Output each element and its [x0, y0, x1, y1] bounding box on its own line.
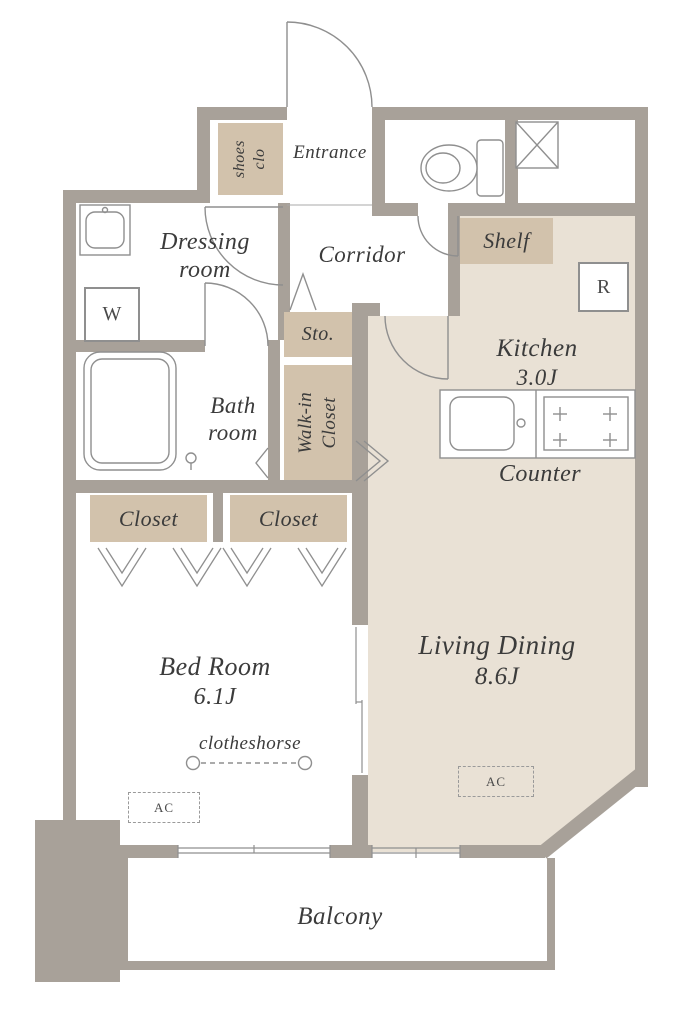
kitchen-label: Kitchen 3.0J: [462, 334, 612, 391]
refrigerator-label: R: [596, 275, 611, 298]
shoes-closet-label: shoes clo: [231, 140, 271, 178]
bedroom-window: [177, 845, 331, 858]
kitchen-name: Kitchen: [496, 335, 578, 362]
windows: [177, 627, 461, 858]
corridor-label: Corridor: [318, 242, 406, 267]
washbasin-icon: [79, 204, 131, 256]
toilet-icon: [420, 139, 504, 197]
bath-room-label: Bath room: [178, 392, 288, 446]
living-door-arc: [384, 315, 449, 380]
living-dining-name: Living Dining: [418, 630, 576, 660]
wic-folding-door: [355, 440, 382, 482]
kitchen-size: 3.0J: [516, 364, 558, 390]
wic-line2: Closet: [319, 396, 340, 449]
dressing-line2: room: [179, 257, 231, 284]
closet-right-label: Closet: [258, 505, 319, 531]
clotheshorse-icon: [185, 755, 313, 771]
hanger-icons: [97, 547, 347, 588]
shoes-closet-line2: clo: [251, 148, 269, 170]
bath-door-arc: [204, 282, 269, 347]
storage-box: Sto.: [284, 312, 352, 357]
washing-machine-label: W: [102, 303, 122, 325]
door-arcs: [204, 21, 459, 482]
bath-line1: Bath: [210, 393, 256, 418]
living-dining-label: Living Dining 8.6J: [372, 630, 622, 691]
bath-folding-door: [255, 447, 269, 479]
dressing-line1: Dressing: [160, 229, 250, 255]
toilet-door-arc: [417, 215, 459, 257]
bathtub-icon: [83, 351, 197, 471]
closet-left-box: Closet: [90, 495, 207, 542]
shelf-box: Shelf: [460, 218, 553, 264]
bedroom-name: Bed Room: [159, 652, 271, 681]
walk-in-closet-label: Walk-in Closet: [294, 392, 342, 454]
stove-icon: [543, 396, 629, 451]
closet-left-label: Closet: [118, 505, 179, 531]
walk-in-closet-box: Walk-in Closet: [284, 365, 352, 480]
ac-unit-living: AC: [458, 766, 534, 797]
shelf-label: Shelf: [483, 228, 530, 253]
living-dining-size: 8.6J: [474, 662, 520, 690]
balcony-label: Balcony: [297, 903, 383, 930]
storage-folding-door: [289, 271, 317, 311]
ac-living-label: AC: [485, 773, 507, 789]
closet-right-box: Closet: [230, 495, 347, 542]
living-window: [371, 845, 461, 858]
dressing-room-label: Dressing room: [125, 228, 285, 285]
wic-folding-door: [363, 440, 390, 482]
wic-line1: Walk-in: [295, 391, 317, 454]
shoes-closet-line1: shoes: [231, 139, 249, 179]
kitchen-counter-icon: [439, 389, 636, 459]
fixtures: [79, 121, 636, 471]
ac-bedroom-label: AC: [153, 799, 175, 815]
shoes-closet-box: shoes clo: [218, 123, 283, 195]
kitchen-sink-icon: [449, 396, 515, 451]
ac-unit-bedroom: AC: [128, 792, 200, 823]
entrance-door-arc: [286, 21, 373, 108]
room-divider-sliding-door: [355, 627, 363, 773]
dressing-door-arc: [204, 206, 284, 286]
counter-label: Counter: [498, 461, 582, 487]
floor-living-kitchen: [368, 216, 635, 852]
bedroom-size: 6.1J: [193, 683, 237, 710]
entrance-label: Entrance: [293, 142, 367, 163]
walls: [35, 107, 648, 982]
pipe-space-hatch-icon: [515, 121, 559, 169]
bedroom-label: Bed Room 6.1J: [120, 652, 310, 711]
clotheshorse-label: clotheshorse: [198, 733, 302, 754]
storage-label: Sto.: [301, 323, 335, 345]
bath-line2: room: [208, 420, 258, 446]
washing-machine-box: W: [84, 287, 140, 342]
refrigerator-box: R: [578, 262, 629, 312]
